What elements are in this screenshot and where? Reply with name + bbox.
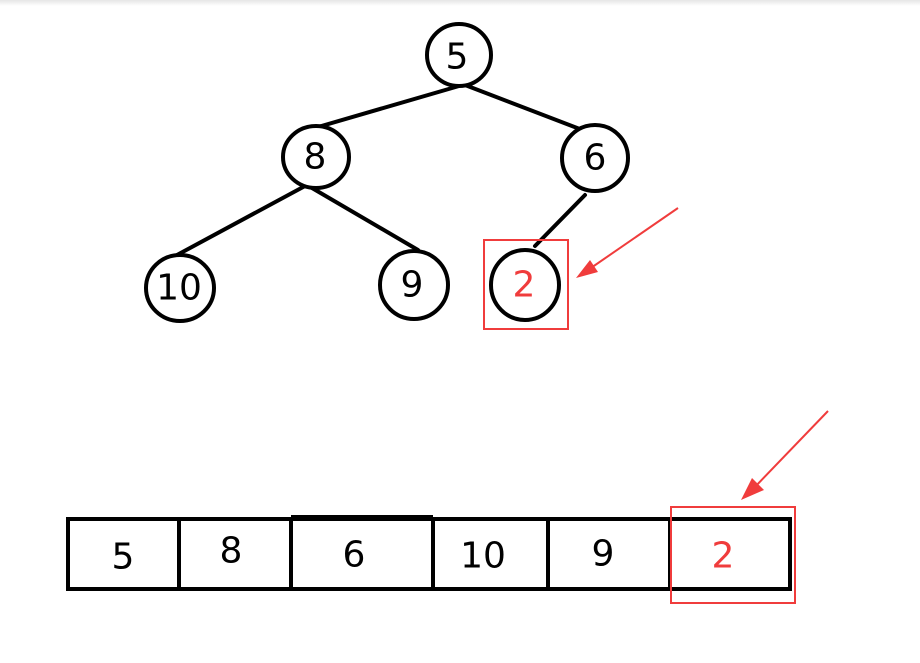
- tree-node-label: 10: [156, 268, 202, 309]
- edge-n0-n1: [316, 84, 461, 129]
- tree-node-n2: 6: [560, 123, 630, 193]
- tree-node-n1: 8: [281, 124, 351, 190]
- tree-node-label: 6: [584, 138, 607, 179]
- tree-node-label: 5: [446, 37, 469, 78]
- array-pointer-arrow: [741, 410, 829, 500]
- tree-node-label: 2: [513, 265, 536, 306]
- array: 5 8 6 10 9 2: [66, 515, 792, 591]
- edge-n1-n4: [310, 186, 420, 252]
- array-highlight-box: [670, 506, 796, 604]
- array-cell-label: 2: [712, 536, 735, 577]
- array-cell-label: 6: [343, 535, 366, 576]
- tree-node-n5: 2: [489, 248, 561, 322]
- tree-highlight-box: [483, 239, 569, 330]
- tree-node-n4: 9: [378, 249, 450, 321]
- array-cell-label: 10: [460, 536, 506, 577]
- edge-n1-n3: [175, 184, 307, 257]
- edge-n0-n2: [463, 83, 587, 133]
- edge-n2-n5: [533, 193, 587, 248]
- tree-pointer-arrow: [576, 207, 679, 278]
- array-outline: [66, 517, 792, 591]
- top-edge-shadow: [0, 0, 920, 6]
- tree-node-n3: 10: [144, 253, 216, 323]
- tree-edges: [175, 83, 587, 257]
- tree-node-n0: 5: [425, 22, 493, 88]
- array-cell-label: 5: [112, 537, 135, 578]
- array-cell-label: 8: [220, 531, 243, 572]
- tree-node-label: 8: [304, 137, 327, 178]
- tree-node-label: 9: [401, 265, 424, 306]
- array-cell-label: 9: [592, 534, 615, 575]
